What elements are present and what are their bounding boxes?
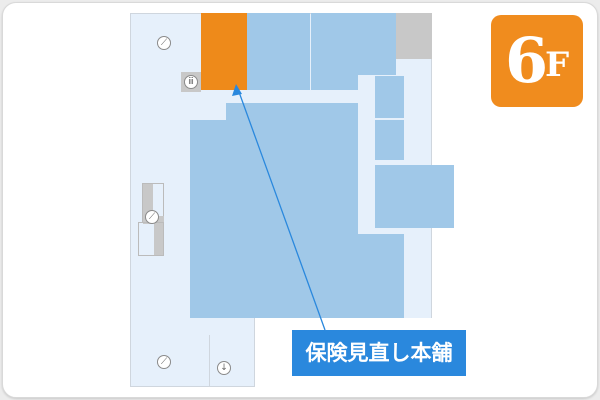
room-divider-line: [209, 335, 210, 387]
store-top-2-lower[interactable]: [311, 74, 358, 90]
store-large-center[interactable]: [226, 103, 358, 318]
store-highlighted[interactable]: [201, 13, 247, 90]
floor-number: 6: [505, 24, 549, 97]
floor-badge: 6 F: [491, 15, 583, 107]
restroom-icon[interactable]: ⅲ: [184, 75, 198, 89]
store-callout-label[interactable]: 保険見直し本舗: [292, 330, 466, 376]
store-right-2[interactable]: [375, 120, 404, 160]
facility-gray-block: [396, 13, 432, 59]
elevator-icon[interactable]: ↓: [217, 361, 231, 375]
store-right-1[interactable]: [375, 76, 404, 118]
store-top-1[interactable]: [247, 13, 310, 90]
store-large-center-left[interactable]: [190, 120, 230, 318]
stairs-icon[interactable]: ⟋: [157, 36, 171, 50]
escalator-up-track: [143, 184, 153, 224]
floor-unit: F: [545, 45, 570, 85]
escalator-down-track: [154, 216, 164, 256]
store-right-3[interactable]: [375, 165, 454, 228]
escalator-icon[interactable]: ⟋: [145, 210, 159, 224]
store-right-4[interactable]: [358, 234, 404, 318]
store-top-2[interactable]: [311, 13, 396, 75]
stairs-icon-bottom[interactable]: ⟋: [157, 355, 171, 369]
